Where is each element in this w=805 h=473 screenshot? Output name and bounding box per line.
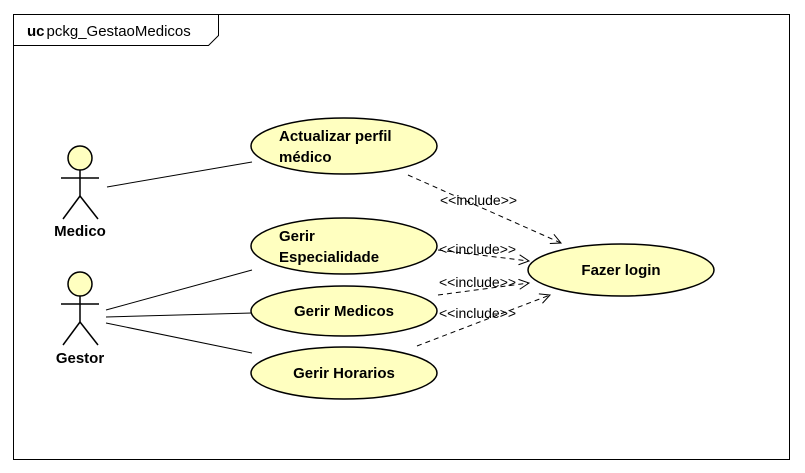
- use-case-gerir-especialidade[interactable]: Gerir Especialidade: [250, 217, 438, 275]
- use-case-label: Gerir Medicos: [294, 303, 394, 320]
- include-label-horarios: <<include>>: [439, 305, 516, 321]
- include-labels: <<include>> <<include>> <<include>> <<in…: [439, 192, 517, 321]
- include-arrow-horarios: [416, 295, 550, 347]
- use-case-gerir-horarios[interactable]: Gerir Horarios: [250, 346, 438, 400]
- include-arrow-especialidade: [437, 249, 529, 261]
- actor-gestor[interactable]: [61, 271, 99, 346]
- use-case-label: Fazer login: [581, 262, 660, 279]
- association-gestor-especialidade: [105, 269, 253, 311]
- include-label-medicos: <<include>>: [439, 274, 516, 290]
- association-medico-actualizar: [106, 161, 253, 188]
- use-case-label-line1: Actualizar perfil: [279, 128, 392, 145]
- include-dependencies: [407, 174, 561, 347]
- use-case-label-line2: Especialidade: [279, 249, 379, 266]
- actor-head-icon: [67, 145, 93, 171]
- association-gestor-horarios: [105, 322, 253, 354]
- actor-label-medico: Medico: [54, 223, 106, 240]
- actor-head-icon: [67, 271, 93, 297]
- use-case-fazer-login[interactable]: Fazer login: [527, 243, 715, 297]
- frame-name: pckg_GestaoMedicos: [47, 23, 191, 40]
- include-arrow-medicos: [437, 283, 529, 296]
- actor-label-gestor: Gestor: [56, 350, 105, 367]
- use-case-label-line2: médico: [279, 149, 332, 166]
- include-label-especialidade: <<include>>: [439, 241, 516, 257]
- use-case-actualizar-perfil[interactable]: Actualizar perfil médico: [250, 117, 438, 175]
- actor-medico[interactable]: [61, 145, 99, 220]
- associations: [105, 161, 253, 354]
- frame-keyword: uc: [27, 23, 45, 40]
- association-gestor-medicos: [105, 312, 253, 318]
- use-case-label-line1: Gerir: [279, 228, 315, 245]
- include-arrow-actualizar: [407, 174, 561, 243]
- include-label-actualizar: <<include>>: [440, 192, 517, 208]
- use-case-label: Gerir Horarios: [293, 365, 395, 382]
- use-case-gerir-medicos[interactable]: Gerir Medicos: [250, 285, 438, 337]
